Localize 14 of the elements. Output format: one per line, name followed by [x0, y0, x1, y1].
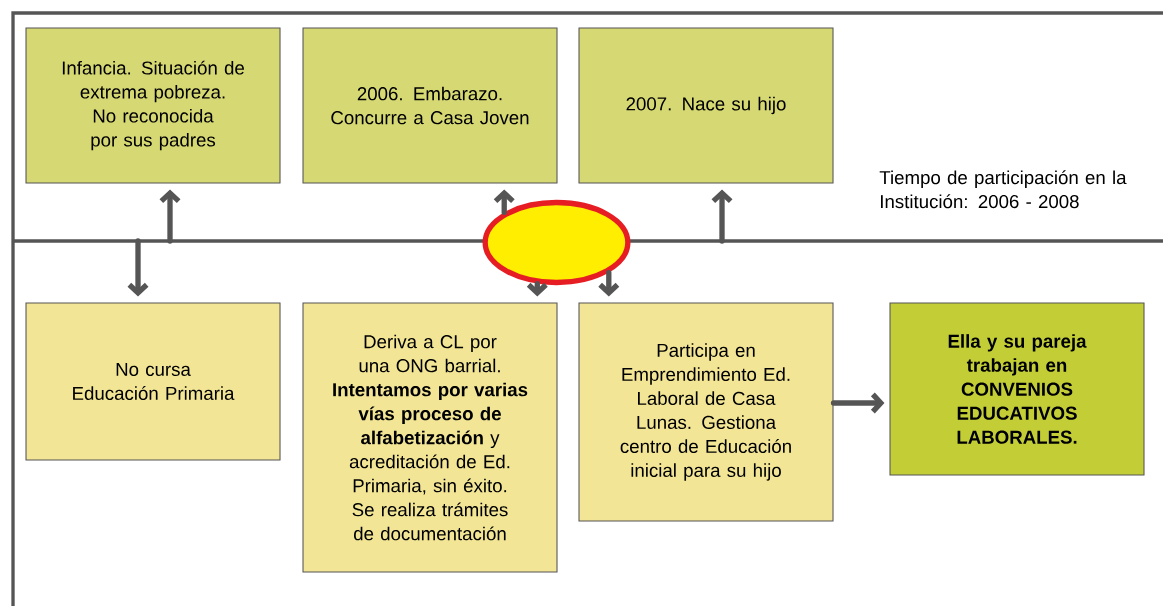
- event-box: Infancia. Situación de extrema pobreza. No reconocida por sus padres: [25, 27, 281, 184]
- event-box: Deriva a CL por una ONG barrial. Intentamos por varias vías proceso de alfabetización y acreditación de Ed. Primaria, sin éxito. Se realiza trámites de documentación: [302, 302, 558, 573]
- arrow: [159, 189, 181, 244]
- event-ellipse: [482, 199, 631, 286]
- arrow: [598, 270, 620, 297]
- arrow: [830, 392, 885, 414]
- event-box: No cursa Educación Primaria: [25, 302, 281, 461]
- event-box: 2006. Embarazo. Concurre a Casa Joven: [302, 27, 558, 184]
- event-box: Participa en Emprendimiento Ed. Laboral de Casa Lunas. Gestiona centro de Educación inicial para su hijo: [578, 302, 834, 522]
- note-text: Tiempo de participación en la Institución: 2006 - 2008: [879, 170, 1127, 209]
- arrow: [127, 238, 149, 297]
- arrow: [711, 189, 733, 244]
- event-box: 2007. Nace su hijo: [578, 27, 834, 184]
- result-box: Ella y su pareja trabajan en CONVENIOS EDUCATIVOS LABORALES.: [889, 302, 1145, 476]
